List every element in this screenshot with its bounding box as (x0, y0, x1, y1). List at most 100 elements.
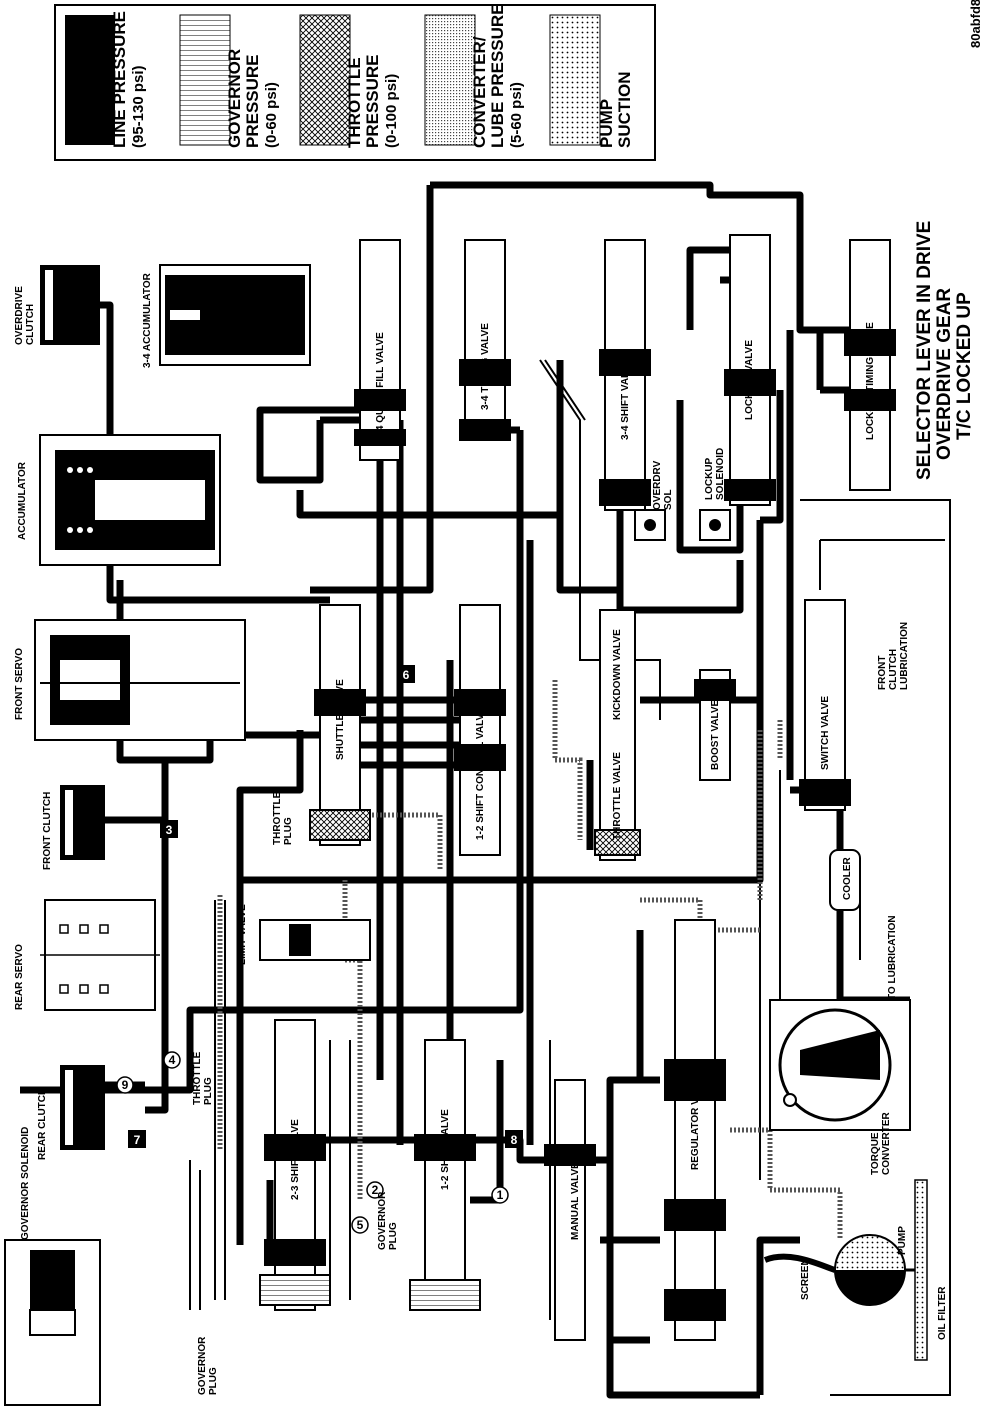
legend-label: LINE PRESSURE (110, 11, 129, 148)
rear-clutch (60, 1065, 105, 1150)
svg-text:CLUTCH: CLUTCH (888, 649, 899, 690)
svg-text:T/C LOCKED UP: T/C LOCKED UP (954, 292, 975, 440)
valve-34-timing (459, 239, 511, 441)
figure-id: 80abfd87 (968, 0, 983, 48)
valve-12-shift-control (454, 604, 506, 856)
svg-text:3-4 TIMING VALVE: 3-4 TIMING VALVE (480, 323, 491, 410)
svg-text:SCREEN: SCREEN (800, 1258, 811, 1300)
pump (834, 1179, 928, 1361)
svg-text:9: 9 (122, 1078, 129, 1092)
svg-text:PRESSURE: PRESSURE (243, 54, 262, 148)
svg-text:SELECTOR LEVER IN DRIVE: SELECTOR LEVER IN DRIVE (914, 221, 935, 480)
svg-text:3-4 ACCUMULATOR: 3-4 ACCUMULATOR (142, 272, 153, 368)
svg-text:OVERDRV: OVERDRV (652, 460, 663, 510)
callout-1: 1 (491, 1186, 509, 1204)
svg-text:OIL FILTER: OIL FILTER (937, 1286, 948, 1340)
accumulator-34 (159, 264, 311, 366)
svg-text:THROTTLE VALVE: THROTTLE VALVE (612, 752, 623, 840)
overdrive-solenoid (634, 509, 666, 541)
screen (763, 1253, 836, 1273)
svg-text:SHUTTLE VALVE: SHUTTLE VALVE (335, 679, 346, 760)
valve-shuttle (309, 604, 371, 846)
svg-text:PUMP: PUMP (897, 1226, 908, 1255)
svg-text:SOLENOID: SOLENOID (715, 448, 726, 500)
status-text: SELECTOR LEVER IN DRIVE OVERDRIVE GEAR T… (914, 221, 975, 480)
svg-text:1-2 SHIFT VALVE: 1-2 SHIFT VALVE (440, 1109, 451, 1190)
callouts: 1 2 3 4 5 6 7 8 9 (116, 665, 523, 1234)
svg-text:LUBRICATION: LUBRICATION (899, 622, 910, 690)
callout-7: 7 (128, 1130, 146, 1148)
svg-text:REGULATOR VALVE: REGULATOR VALVE (690, 1073, 701, 1170)
svg-text:SWITCH VALVE: SWITCH VALVE (820, 696, 831, 770)
svg-text:FRONT SERVO: FRONT SERVO (14, 648, 25, 720)
callout-3: 3 (160, 820, 178, 838)
valve-lockup (724, 234, 776, 506)
legend-item-converter-lube: CONVERTER/LUBE PRESSURE(5-60 psi) (424, 3, 525, 148)
valve-switch (799, 599, 851, 811)
svg-text:THROTTLE: THROTTLE (192, 1051, 203, 1105)
svg-text:LOCKUP: LOCKUP (704, 457, 715, 500)
svg-text:6: 6 (403, 668, 410, 682)
svg-text:CLUTCH: CLUTCH (25, 304, 36, 345)
torque-converter (769, 999, 911, 1131)
svg-text:ACCUMULATOR: ACCUMULATOR (17, 461, 28, 540)
valve-23-shift (259, 1019, 331, 1311)
svg-text:3-4 QUICK FILL VALVE: 3-4 QUICK FILL VALVE (375, 332, 386, 440)
svg-text:GOVERNOR: GOVERNOR (225, 49, 244, 148)
svg-text:2-3 SHIFT VALVE: 2-3 SHIFT VALVE (290, 1119, 301, 1200)
callout-9: 9 (116, 1076, 134, 1094)
svg-text:PUMP: PUMP (597, 99, 616, 148)
front-clutch (60, 785, 105, 860)
svg-text:REAR SERVO: REAR SERVO (14, 944, 25, 1010)
svg-text:CONVERTER: CONVERTER (881, 1111, 892, 1175)
svg-text:PLUG: PLUG (388, 1222, 399, 1250)
svg-text:GOVERNOR: GOVERNOR (197, 1336, 208, 1395)
valve-kickdown-throttle (594, 609, 641, 861)
rear-servo (40, 899, 160, 1011)
svg-text:OVERDRIVE: OVERDRIVE (14, 286, 25, 345)
svg-text:LUBE PRESSURE: LUBE PRESSURE (488, 3, 507, 148)
svg-text:2: 2 (372, 1183, 379, 1197)
cooler (829, 849, 861, 911)
valve-boost (694, 669, 736, 781)
svg-text:BOOST VALVE: BOOST VALVE (710, 699, 721, 770)
svg-text:THROTTLE: THROTTLE (345, 57, 364, 148)
valve-regulator (664, 919, 726, 1341)
svg-text:REAR CLUTCH: REAR CLUTCH (37, 1088, 48, 1160)
svg-text:3-4 SHIFT VALVE: 3-4 SHIFT VALVE (620, 359, 631, 440)
svg-text:FRONT CLUTCH: FRONT CLUTCH (42, 792, 53, 870)
svg-text:PLUG: PLUG (283, 817, 294, 845)
accumulator (39, 434, 221, 566)
svg-text:LIMIT VALVE: LIMIT VALVE (237, 904, 248, 965)
svg-text:OVERDRIVE GEAR: OVERDRIVE GEAR (934, 288, 955, 460)
svg-text:TO LUBRICATION: TO LUBRICATION (887, 915, 898, 1000)
callout-6: 6 (397, 665, 415, 683)
svg-text:SUCTION: SUCTION (615, 72, 634, 149)
svg-text:3: 3 (166, 823, 173, 837)
svg-text:LOCK-UP VALVE: LOCK-UP VALVE (744, 340, 755, 420)
svg-text:PLUG: PLUG (208, 1367, 219, 1395)
svg-text:LOCK-UP TIMING VALVE: LOCK-UP TIMING VALVE (865, 322, 876, 440)
overdrive-clutch (40, 265, 100, 345)
svg-text:GOVERNOR: GOVERNOR (377, 1191, 388, 1250)
svg-text:COOLER: COOLER (842, 856, 853, 900)
svg-text:CONVERTER/: CONVERTER/ (470, 36, 489, 148)
valve-34-shift (599, 239, 651, 511)
svg-text:1: 1 (497, 1188, 504, 1202)
svg-text:KICKDOWN VALVE: KICKDOWN VALVE (612, 629, 623, 720)
svg-text:THROTTLE: THROTTLE (272, 791, 283, 845)
svg-text:SOL: SOL (663, 489, 674, 510)
front-servo (34, 619, 246, 741)
valve-quick-fill (354, 239, 406, 461)
legend-range: (95-130 psi) (130, 65, 147, 148)
svg-text:FRONT: FRONT (877, 656, 888, 690)
legend-range: (0-60 psi) (263, 82, 280, 148)
svg-text:PRESSURE: PRESSURE (363, 54, 382, 148)
valve-lockup-timing (844, 239, 896, 491)
svg-text:8: 8 (511, 1133, 518, 1147)
legend-range: (5-60 psi) (508, 82, 525, 148)
